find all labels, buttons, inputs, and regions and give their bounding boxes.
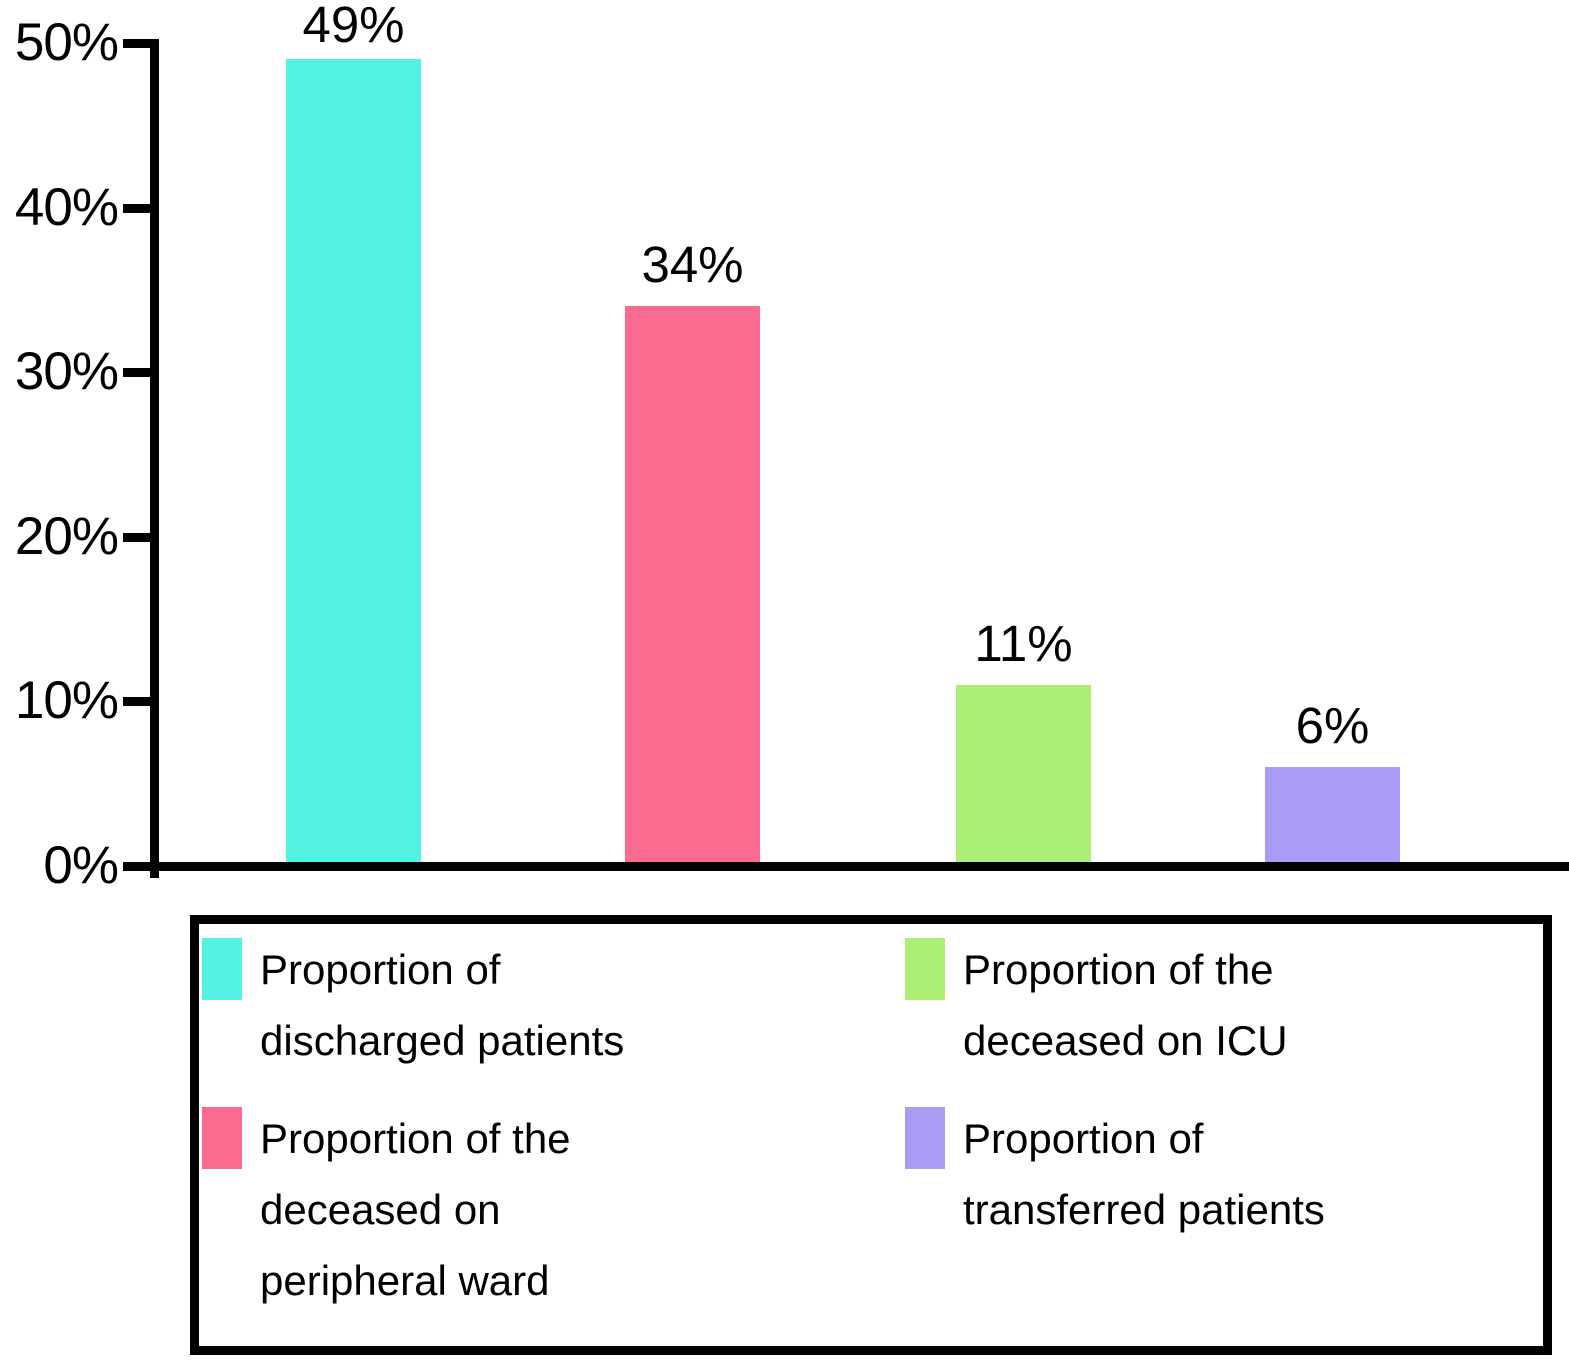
bar-deceased-peripheral-ward	[625, 306, 760, 866]
legend-swatch-discharged-patients	[202, 938, 242, 1000]
legend-item-transferred-patients: Proportion of transferred patients	[905, 1103, 1325, 1245]
y-tick-10%	[123, 697, 151, 707]
y-tick-label-10%: 10%	[14, 671, 119, 731]
legend-item-deceased-icu: Proportion of the deceased on ICU	[905, 934, 1325, 1076]
legend-swatch-transferred-patients	[905, 1107, 945, 1169]
y-tick-label-20%: 20%	[14, 506, 119, 566]
bar-value-label-deceased-peripheral-ward: 34%	[641, 236, 744, 294]
x-axis-line	[123, 862, 1569, 871]
legend-label-line: Proportion of	[260, 946, 501, 993]
legend-label-line: deceased on ICU	[963, 1017, 1288, 1064]
y-tick-50%	[123, 39, 151, 48]
y-tick-20%	[123, 532, 151, 542]
legend-label-line: deceased on	[260, 1186, 501, 1233]
legend-item-label-transferred-patients: Proportion of transferred patients	[963, 1103, 1325, 1245]
legend-item-deceased-peripheral-ward: Proportion of the deceased on peripheral w…	[202, 1103, 624, 1316]
y-tick-40%	[123, 203, 151, 213]
legend-item-label-deceased-peripheral-ward: Proportion of the deceased on peripheral w…	[260, 1103, 571, 1316]
legend-swatch-deceased-icu	[905, 938, 945, 1000]
legend-label-line: Proportion of the	[963, 946, 1274, 993]
bar-deceased-icu	[956, 684, 1091, 866]
bar-discharged-patients	[286, 59, 421, 866]
y-tick-label-30%: 30%	[14, 342, 119, 402]
legend-item-discharged-patients: Proportion of discharged patients	[202, 934, 624, 1076]
y-tick-0%	[123, 862, 151, 871]
bar-value-label-discharged-patients: 49%	[302, 0, 405, 53]
y-tick-label-50%: 50%	[14, 13, 119, 72]
legend-item-label-deceased-icu: Proportion of the deceased on ICU	[963, 934, 1288, 1076]
y-tick-label-0%: 0%	[43, 836, 119, 895]
bar-transferred-patients	[1265, 767, 1400, 866]
bar-value-label-transferred-patients: 6%	[1295, 697, 1370, 755]
y-tick-label-40%: 40%	[14, 177, 119, 237]
bar-value-label-deceased-icu: 11%	[974, 614, 1073, 672]
y-tick-30%	[123, 368, 151, 378]
legend-label-line: peripheral ward	[260, 1257, 550, 1304]
y-axis-line	[150, 39, 159, 878]
legend-swatch-deceased-peripheral-ward	[202, 1107, 242, 1169]
legend-label-line: Proportion of	[963, 1115, 1204, 1162]
legend-label-line: transferred patients	[963, 1186, 1325, 1233]
legend-item-label-discharged-patients: Proportion of discharged patients	[260, 934, 624, 1076]
legend-label-line: Proportion of the	[260, 1115, 571, 1162]
legend-label-line: discharged patients	[260, 1017, 625, 1064]
